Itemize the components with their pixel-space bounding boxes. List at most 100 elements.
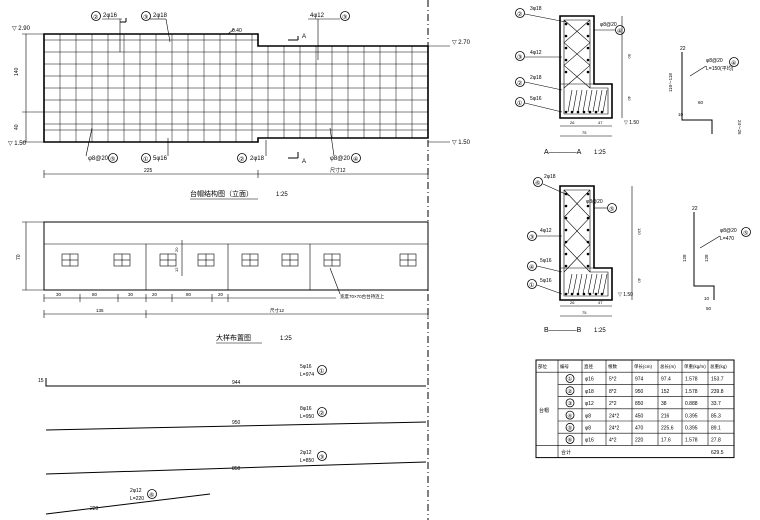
section-aa-dim-5: 40 [627,96,632,101]
svg-text:φ8@20: φ8@20 [330,156,351,162]
table-cell: ② [567,388,572,395]
svg-text:15: 15 [38,378,44,384]
svg-text:③: ③ [517,54,522,61]
table-cell: 225.6 [661,426,674,432]
section-bb-dim-2: 47 [598,300,603,305]
rebar-dot [586,192,590,196]
svg-text:③: ③ [342,14,347,21]
svg-text:2φ12: 2φ12 [300,450,312,456]
plan-view: 70 20 12 宽度70×70台台持连上 30 80 30 20 80 20 … [16,221,429,344]
svg-text:4φ12: 4φ12 [530,50,542,56]
base-hatch [567,273,573,295]
section-aa-dim-1: 26 [570,120,575,125]
tie-diagonal [563,42,591,66]
table-cell: 17.6 [661,438,671,444]
svg-text:②: ② [517,80,522,87]
detail-5-leader [699,235,721,249]
elevation-left-dim-1: 140 [14,67,20,76]
section-bb-title: B————B [544,327,582,334]
base-hatch [592,273,598,295]
plan-scale: 1:25 [280,336,292,342]
table-cell: φ16 [585,377,594,383]
table-header-cell: 编号 [560,363,569,370]
svg-text:③: ③ [319,454,324,461]
elevation-rebar-grid [44,34,428,142]
detail-5-label: φ8@20 [720,228,737,234]
rebar-dot [564,292,568,296]
detail-5-shape [693,212,715,300]
table-cell: ④ [567,412,572,419]
svg-text:①: ① [529,282,534,289]
svg-text:④: ④ [353,156,358,163]
table-cell: 97.4 [661,377,671,383]
rebar-dot [564,252,568,256]
section-aa: ② 3φ18 ④ φ8@20 ③ 4φ12 ② 2φ18 ① 5φ16 26 4… [515,6,639,156]
detail-5-num: ⑤ [743,230,748,237]
section-a-mark-bottom-label: A [302,159,306,165]
svg-text:②: ② [93,14,98,21]
rebar-dot [576,110,580,114]
tie-diagonal [563,19,591,43]
svg-text:L=974: L=974 [300,372,314,378]
table-cell: ① [567,376,572,383]
detail-5-dim-4: 10 [704,296,710,301]
table-cell: 1.578 [685,377,698,383]
rebar-dot [564,228,568,232]
svg-text:⑥: ⑥ [535,180,540,187]
svg-text:2φ18: 2φ18 [250,156,265,162]
svg-text:220: 220 [90,506,99,512]
table-num-circle [565,386,575,396]
svg-text:20: 20 [152,292,158,297]
section-aa-level: ▽ 1.50 [624,120,639,126]
detail-4-dim-1: 22 [680,46,686,52]
section-bb-callout-4: ④ 5φ16 [527,258,563,273]
detail-5: 22 128 128 10 50 φ8@20 L=470 ⑤ [682,206,751,311]
elevation-callout-top-2: ③ 2φ18 [141,11,171,43]
table-cell: 24*2 [609,426,620,432]
section-bb-dim-1: 26 [570,300,575,305]
table-cell: 0.395 [685,413,698,419]
table-cell: 470 [635,426,644,432]
tie-diagonal [563,65,591,89]
svg-text:②: ② [517,11,522,18]
base-hatch [572,89,578,113]
svg-text:L=220: L=220 [130,496,144,502]
rebar-dot [564,204,568,208]
table-cell: 85.3 [711,413,721,419]
table-num-circle [565,422,575,432]
base-hatch [572,273,578,295]
detail-4-num: ④ [731,60,736,67]
svg-text:5φ16: 5φ16 [300,364,312,370]
bar-shape-1: 15 944 5φ16 L=974 ① [38,364,426,387]
detail-4-label: φ8@20 [706,58,723,64]
section-bb-dim-3: 75 [582,310,587,315]
svg-text:①: ① [319,368,324,375]
rebar-dot [586,264,590,268]
elevation-bottom-dim-2: 尺寸12 [330,167,346,174]
detail-4-leader [689,65,707,77]
section-aa-callout-4: ② 2φ18 [515,75,563,91]
detail-4-shape [681,52,713,134]
table-cell: 89.1 [711,426,721,432]
svg-text:20: 20 [218,292,224,297]
svg-text:2φ18: 2φ18 [530,75,542,81]
rebar-dot [586,252,590,256]
base-hatch [582,89,588,113]
svg-text:⑥: ⑥ [149,492,154,499]
svg-text:5φ16: 5φ16 [540,258,552,264]
svg-text:②: ② [239,156,244,163]
table-cell: 950 [635,389,644,395]
table-cell: 153.7 [711,377,724,383]
elevation-scale: 1:25 [276,192,288,198]
detail-4-dim-4: 10 [678,112,684,117]
table-cell: ③ [567,400,572,407]
section-aa-scale: 1:25 [594,150,606,156]
section-bb-dim-5: 40 [637,278,642,283]
detail-4: 22 110～118 60 10 24～26 φ8@20 L=150(平均) ④ [668,46,742,135]
table-header-cell: 根数 [608,363,617,370]
section-bb-level: ▽ 1.50 [618,292,633,298]
plan-leader [329,267,341,295]
svg-text:④: ④ [529,264,534,271]
base-hatch [577,273,583,295]
rebar-dot [564,264,568,268]
